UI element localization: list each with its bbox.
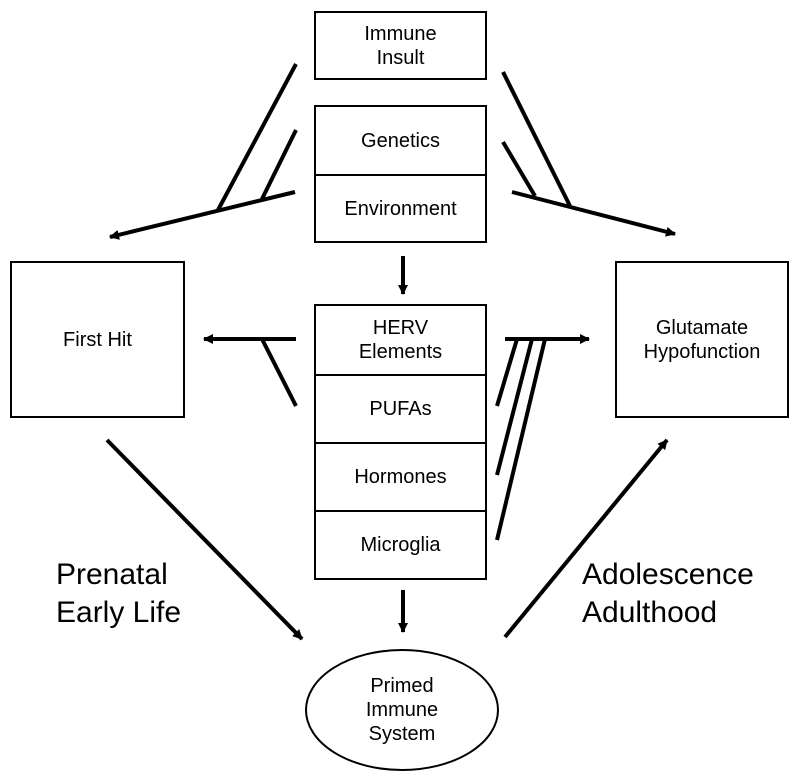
arrow-primed-to-glutamate [503, 438, 669, 639]
microglia-label: Microglia [360, 534, 441, 556]
herv-cell: HERV Elements [316, 306, 485, 374]
pufas-divider [316, 442, 485, 444]
primed-immune-system-node: Primed Immune System [306, 650, 498, 770]
mechanisms-box: HERV Elements PUFAs Hormones Microglia [314, 304, 487, 580]
arrow-to-first-hit-upper [109, 190, 296, 240]
first-hit-box: First Hit [10, 261, 185, 418]
connector-pufas-left [260, 338, 298, 407]
adolescence-adulthood-label: Adolescence Adulthood [582, 558, 754, 630]
hormones-divider [316, 510, 485, 512]
genetics-cell: Genetics [316, 107, 485, 174]
hormones-label: Hormones [354, 466, 447, 488]
primed-immune-system-label: Primed Immune System [365, 675, 439, 745]
connector-genetics-left [260, 129, 298, 200]
immune-insult-box: Immune Insult [314, 11, 487, 80]
connector-insult-left [216, 63, 298, 211]
microglia-cell: Microglia [316, 512, 485, 578]
first-hit-label: First Hit [63, 328, 132, 351]
genetics-environment-box: Genetics Environment [314, 105, 487, 243]
herv-divider [316, 374, 485, 376]
glutamate-label: Glutamate Hypofunction [643, 316, 761, 363]
connector-hormones-right [495, 338, 534, 476]
arrow-first-hit-to-primed [105, 438, 304, 641]
connector-pufas-right [495, 338, 519, 407]
environment-label: Environment [344, 197, 457, 220]
connector-microglia-right [495, 338, 547, 541]
arrow-to-glutamate-upper [511, 190, 676, 237]
genetics-divider [316, 174, 485, 176]
environment-cell: Environment [316, 176, 485, 241]
prenatal-early-life-label: Prenatal Early Life [56, 558, 182, 630]
hormones-cell: Hormones [316, 444, 485, 510]
pufas-label: PUFAs [369, 398, 432, 420]
immune-insult-label: Immune Insult [364, 22, 437, 69]
connector-genetics-right [501, 140, 537, 198]
pufas-cell: PUFAs [316, 376, 485, 442]
glutamate-box: Glutamate Hypofunction [615, 261, 789, 418]
genetics-label: Genetics [361, 129, 440, 152]
herv-label: HERV Elements [358, 317, 443, 363]
primed-immune-system-shape [305, 649, 499, 771]
connector-insult-right [501, 71, 572, 207]
